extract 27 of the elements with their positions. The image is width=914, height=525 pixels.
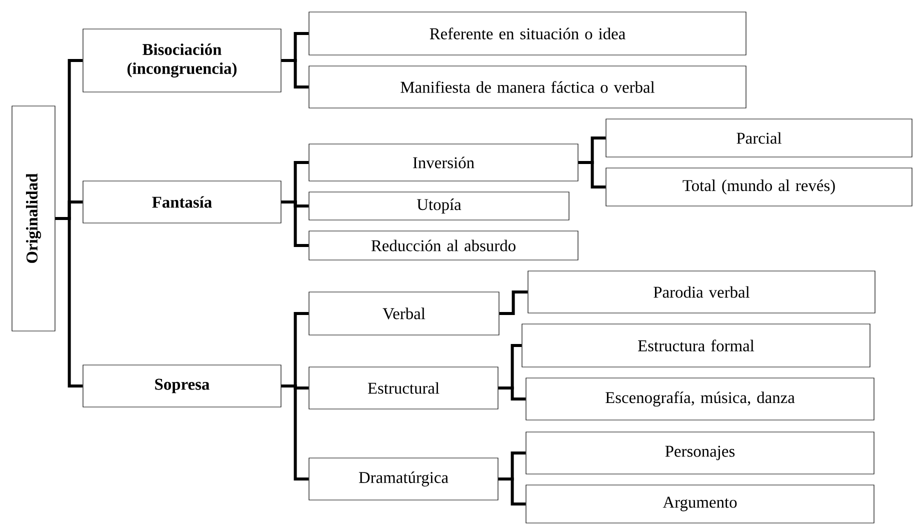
connector — [578, 161, 606, 188]
item-box: Referente en situación o idea — [308, 12, 746, 56]
category-box: Fantasía — [82, 180, 282, 224]
connector — [281, 59, 309, 88]
item-box: Total (mundo al revés) — [606, 168, 912, 206]
item-box: Escenografía, música, danza — [526, 378, 874, 420]
connector — [281, 200, 309, 247]
item-box: Parcial — [606, 118, 912, 158]
item-box: Reducción al absurdo — [308, 230, 578, 260]
connector — [498, 478, 526, 506]
item-box: Estructural — [308, 366, 498, 410]
category-box: Sopresa — [82, 364, 282, 408]
category-box: Originalidad — [12, 106, 56, 332]
connector — [498, 386, 526, 400]
item-box: Manifiesta de manera fáctica o verbal — [308, 66, 746, 108]
item-box: Utopía — [308, 192, 570, 220]
item-box: Estructura formal — [522, 324, 870, 368]
item-box: Personajes — [526, 432, 874, 474]
category-box: Bisociación (incongruencia) — [82, 28, 282, 92]
item-box: Verbal — [308, 292, 500, 336]
connector — [281, 384, 309, 480]
connector — [499, 290, 528, 315]
item-box: Argumento — [526, 484, 874, 524]
item-box: Inversión — [308, 144, 578, 182]
item-box: Dramatúrgica — [308, 458, 498, 500]
item-box: Parodia verbal — [528, 270, 876, 314]
connector — [55, 217, 83, 388]
